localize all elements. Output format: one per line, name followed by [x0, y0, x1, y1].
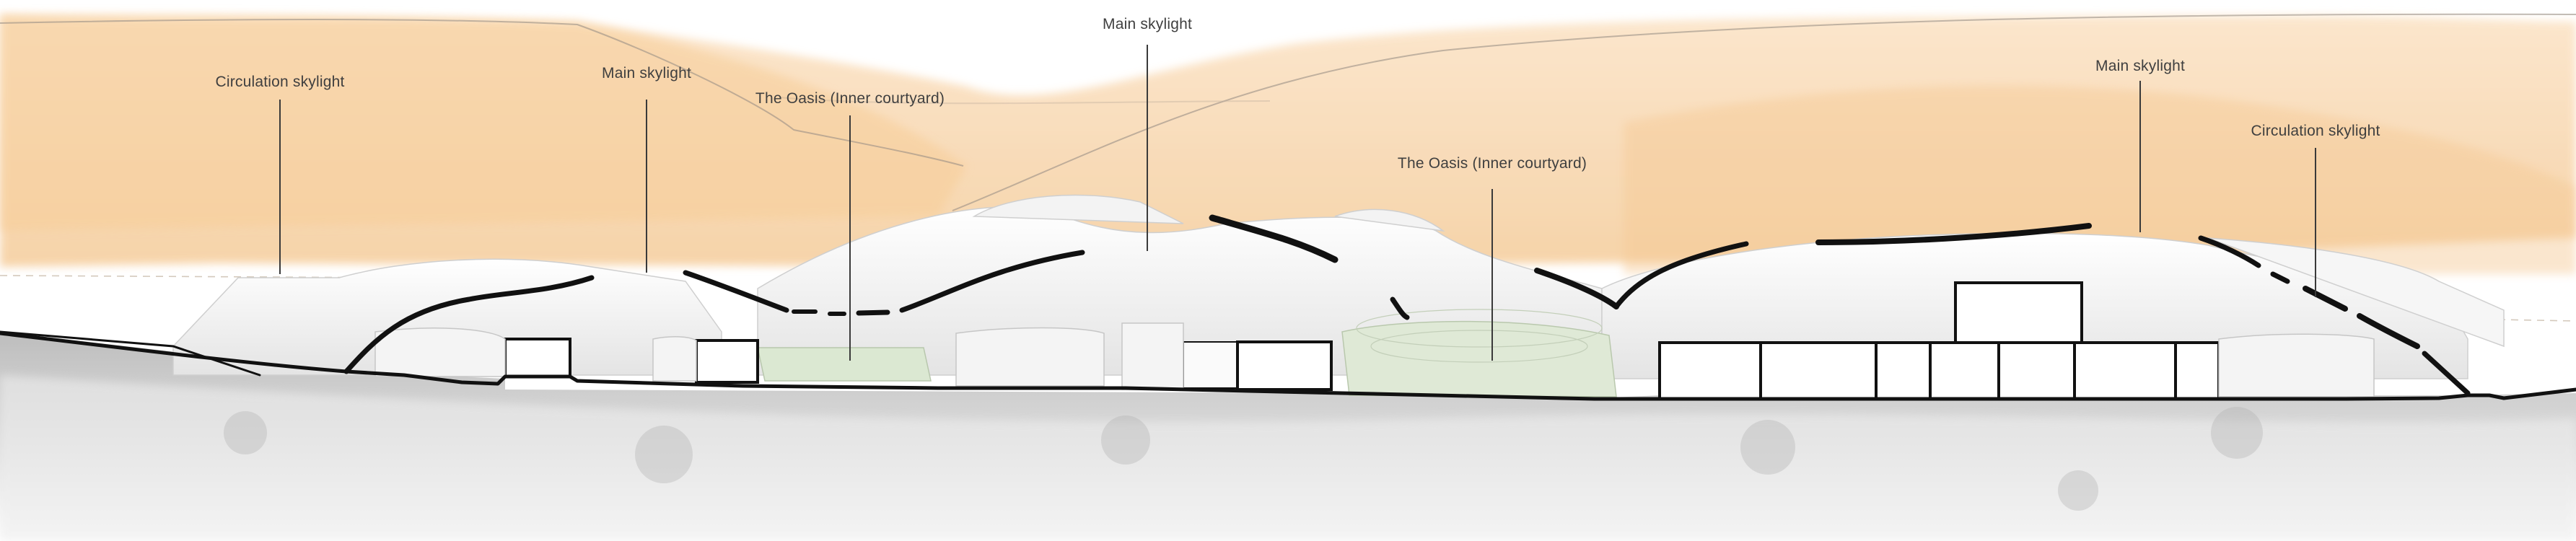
annotation-main-skylight-right: Main skylight: [2095, 58, 2185, 74]
leader-lines: [279, 45, 2316, 361]
annotation-main-skylight-center: Main skylight: [1103, 16, 1192, 32]
inner-volumes: [374, 322, 2375, 397]
courtyard-left: [757, 347, 932, 382]
annotation-main-skylight-left: Main skylight: [602, 65, 691, 82]
courtyard-center: [1341, 320, 1617, 397]
annotation-oasis-left: The Oasis (Inner courtyard): [755, 90, 945, 107]
sky-wash: [0, 14, 2576, 274]
annotation-circulation-skylight-left: Circulation skylight: [215, 74, 345, 90]
annotation-circulation-skylight-right: Circulation skylight: [2251, 123, 2380, 139]
ground-mass: [0, 332, 2576, 541]
courtyards: [757, 309, 1617, 397]
section-cut-line: [0, 331, 2576, 401]
terrain-contours: [0, 13, 2576, 211]
annotation-oasis-center: The Oasis (Inner courtyard): [1397, 155, 1587, 172]
roof-cut-lines: [0, 214, 2471, 396]
